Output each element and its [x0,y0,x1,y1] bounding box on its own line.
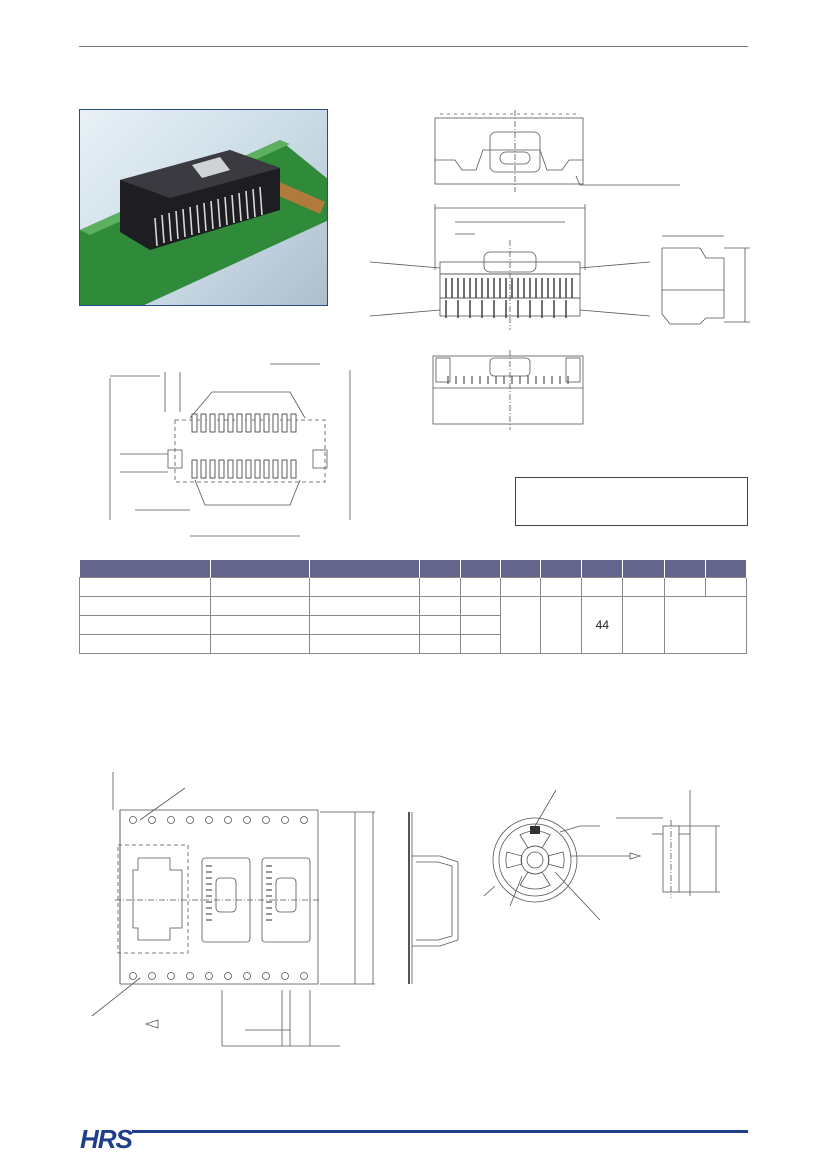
table-header-cell [210,560,311,578]
table-row [79,577,748,597]
product-photo [79,109,328,306]
footer-bar [132,1130,748,1133]
table-header-cell [540,560,583,578]
table-row [79,634,747,654]
table-header-cell [664,560,706,578]
top-rule [79,46,748,47]
table-header-cell [622,560,665,578]
table-header-cell [419,560,461,578]
note-box [515,477,748,526]
table-header-row [79,560,748,578]
table-header-cell [460,560,501,578]
table-header-cell [705,560,748,578]
table-header-cell [500,560,542,578]
table-header-cell [79,560,211,578]
hrs-logo: HRS [79,1123,135,1154]
table-row [79,615,747,635]
spec-table: 44 [79,560,748,654]
logo-text: HRS [80,1124,134,1154]
table-header-cell [309,560,421,578]
merged-value-cell: 44 [581,596,624,654]
table-header-cell [581,560,624,578]
